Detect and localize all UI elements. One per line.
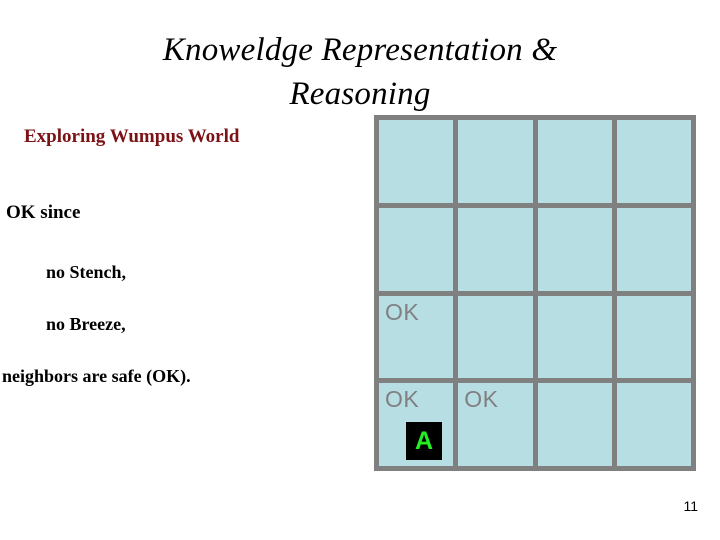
bullet-no-breeze: no Breeze, <box>46 314 126 334</box>
grid-cell-r3c2[interactable] <box>458 295 533 379</box>
grid-cell-r2c4[interactable] <box>616 207 691 291</box>
section-heading: Exploring Wumpus World <box>24 126 240 147</box>
grid-cell-r3c1[interactable]: OK <box>379 295 454 379</box>
page-title-line-2: Reasoning <box>289 76 431 112</box>
grid-cell-r3c3[interactable] <box>537 295 612 379</box>
grid-cell-r4c3[interactable] <box>537 383 612 466</box>
grid-cell-r1c1[interactable] <box>379 120 454 203</box>
slide-body-text: Exploring Wumpus World OK since no Stenc… <box>0 126 372 387</box>
lead-statement: OK since <box>6 202 81 223</box>
page-title: Knoweldge Representation & Reasoning <box>0 28 720 116</box>
grid-cell-r4c1[interactable]: OK A <box>379 383 454 466</box>
agent-marker-icon: A <box>406 422 442 460</box>
grid-cell-r2c3[interactable] <box>537 207 612 291</box>
grid-cell-r1c3[interactable] <box>537 120 612 203</box>
grid-cell-r4c4[interactable] <box>616 383 691 466</box>
cell-ok-label: OK <box>464 386 499 413</box>
cell-ok-label: OK <box>385 386 420 413</box>
grid-cell-r3c4[interactable] <box>616 295 691 379</box>
grid-cell-r2c2[interactable] <box>458 207 533 291</box>
grid-cell-r1c2[interactable] <box>458 120 533 203</box>
bullet-no-stench: no Stench, <box>46 262 127 282</box>
cell-ok-label: OK <box>385 298 420 325</box>
grid-cell-r1c4[interactable] <box>616 120 691 203</box>
grid-cell-r4c2[interactable]: OK <box>458 383 533 466</box>
conclusion-statement: neighbors are safe (OK). <box>2 366 191 386</box>
page-title-line-1: Knoweldge Representation & <box>162 32 558 68</box>
page-number: 11 <box>683 498 698 514</box>
wumpus-world-grid: OK OK A OK <box>374 115 696 471</box>
grid-cell-r2c1[interactable] <box>379 207 454 291</box>
